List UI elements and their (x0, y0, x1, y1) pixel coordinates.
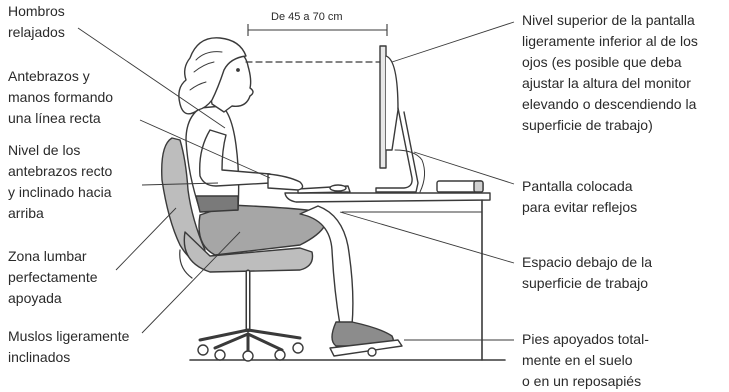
desk (284, 192, 491, 203)
chair-base (198, 328, 302, 354)
monitor-screen (379, 45, 387, 169)
chair-armrest (179, 249, 193, 279)
label-pantalla-reflejos: Pantalla colocada para evitar reflejos (522, 178, 638, 215)
monitor-stand (375, 107, 419, 193)
label-nivel-pantalla: Nivel superior de la pantalla ligerament… (522, 12, 698, 133)
chair-seat (183, 231, 314, 273)
leader-pantalla-reflejos (413, 151, 515, 185)
label-pies: Pies apoyados total- mente en el suelo o… (522, 331, 649, 389)
label-hombros: Hombros relajados (8, 3, 65, 40)
leader-antebrazos (139, 119, 271, 179)
person-thigh (198, 204, 326, 256)
monitor-cable (394, 149, 426, 193)
label-nivel-antebrazos: Nivel de los antebrazos recto y inclinad… (8, 142, 113, 221)
person-belt (195, 195, 239, 213)
label-zona-lumbar: Zona lumbar perfectamente apoyada (8, 248, 98, 306)
leader-espacio-debajo (339, 211, 515, 264)
label-muslos: Muslos ligeramente inclinados (8, 328, 130, 365)
person-hair (178, 37, 247, 115)
leader-zona-lumbar (115, 207, 177, 271)
leader-nivel-antebrazos (141, 182, 219, 186)
person-hand (267, 173, 304, 191)
leader-hombros (77, 27, 226, 129)
monitor-back (385, 55, 399, 151)
leader-nivel-pantalla (391, 21, 515, 63)
label-antebrazos: Antebrazos y manos formando una línea re… (8, 68, 114, 126)
mouse (329, 184, 347, 192)
distance-label: De 45 a 70 cm (271, 11, 343, 23)
label-espacio-debajo: Espacio debajo de la superficie de traba… (522, 254, 652, 291)
footrest (329, 339, 403, 357)
leader-muslos (141, 231, 241, 334)
